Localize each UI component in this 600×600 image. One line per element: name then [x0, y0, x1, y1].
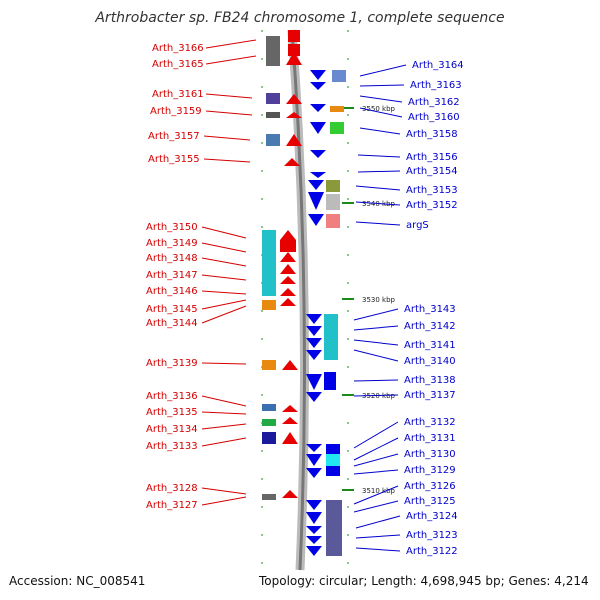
gene-label-arth-3146[interactable]: Arth_3146 [146, 286, 198, 297]
gene-label-arth-3132[interactable]: Arth_3132 [404, 417, 456, 428]
gene-label-arth-3136[interactable]: Arth_3136 [146, 391, 198, 402]
gene-label-arth-3127[interactable]: Arth_3127 [146, 500, 198, 511]
gene-label-arth-3159[interactable]: Arth_3159 [150, 106, 202, 117]
right-gene-labels: Arth_3164 Arth_3163 Arth_3162 Arth_3160 … [404, 60, 464, 557]
left-leader-lines [201, 39, 257, 506]
gene-label-arth-3148[interactable]: Arth_3148 [146, 253, 198, 264]
gene-label-arth-3123[interactable]: Arth_3123 [406, 530, 458, 541]
scale-label: 3550 kbp [362, 105, 396, 113]
right-leader-lines [353, 64, 407, 552]
gene-label-arth-3142[interactable]: Arth_3142 [404, 321, 456, 332]
gene-label-arth-3145[interactable]: Arth_3145 [146, 304, 198, 315]
scale-label: 3510 kbp [362, 487, 396, 495]
gene-label-arth-3130[interactable]: Arth_3130 [404, 449, 456, 460]
gene-label-arth-3141[interactable]: Arth_3141 [404, 340, 456, 351]
gene-label-arth-3165[interactable]: Arth_3165 [152, 59, 204, 70]
reverse-strand-genes [324, 70, 346, 556]
gene-label-arth-3156[interactable]: Arth_3156 [406, 152, 458, 163]
gene-label-arth-3143[interactable]: Arth_3143 [404, 304, 456, 315]
gene-label-arth-3131[interactable]: Arth_3131 [404, 433, 456, 444]
scale-ticks [342, 107, 354, 491]
map-title: Arthrobacter sp. FB24 chromosome 1, comp… [95, 10, 505, 26]
gene-label-arth-3164[interactable]: Arth_3164 [412, 60, 464, 71]
gene-label-arth-3129[interactable]: Arth_3129 [404, 465, 456, 476]
gene-label-arth-3144[interactable]: Arth_3144 [146, 318, 198, 329]
gene-label-arth-3150[interactable]: Arth_3150 [146, 222, 198, 233]
accession-text: Accession: NC_008541 [9, 574, 146, 588]
gene-label-arth-3152[interactable]: Arth_3152 [406, 200, 458, 211]
reverse-strand-arrows [306, 70, 340, 556]
gene-label-arth-3158[interactable]: Arth_3158 [406, 129, 458, 140]
gene-label-arth-3128[interactable]: Arth_3128 [146, 483, 198, 494]
gene-label-arth-3166[interactable]: Arth_3166 [152, 43, 204, 54]
gene-label-arth-3137[interactable]: Arth_3137 [404, 390, 456, 401]
gene-label-arth-3147[interactable]: Arth_3147 [146, 270, 198, 281]
gene-label-arth-3162[interactable]: Arth_3162 [408, 97, 460, 108]
scale-label: 3520 kbp [362, 392, 396, 400]
gene-label-arth-3153[interactable]: Arth_3153 [406, 185, 458, 196]
forward-strand-arrows [280, 30, 302, 498]
forward-strand-genes [262, 36, 280, 500]
gene-label-arth-3163[interactable]: Arth_3163 [410, 80, 462, 91]
gene-label-arth-3138[interactable]: Arth_3138 [404, 375, 456, 386]
gene-label-arth-3126[interactable]: Arth_3126 [404, 481, 456, 492]
gene-label-arth-3160[interactable]: Arth_3160 [408, 112, 460, 123]
genome-summary-text: Topology: circular; Length: 4,698,945 bp… [259, 574, 589, 588]
gene-label-arth-3122[interactable]: Arth_3122 [406, 546, 458, 557]
gene-label-arth-3135[interactable]: Arth_3135 [146, 407, 198, 418]
gene-label-arth-3155[interactable]: Arth_3155 [148, 154, 200, 165]
gene-label-arth-3149[interactable]: Arth_3149 [146, 238, 198, 249]
gene-label-arth-3140[interactable]: Arth_3140 [404, 356, 456, 367]
gene-label-arth-3161[interactable]: Arth_3161 [152, 89, 204, 100]
scale-label: 3530 kbp [362, 296, 396, 304]
left-gene-labels: Arth_3166 Arth_3165 Arth_3161 Arth_3159 … [146, 43, 204, 511]
gene-label-args[interactable]: argS [406, 220, 429, 231]
gene-label-arth-3124[interactable]: Arth_3124 [406, 511, 458, 522]
gene-label-arth-3139[interactable]: Arth_3139 [146, 358, 198, 369]
gene-label-arth-3134[interactable]: Arth_3134 [146, 424, 198, 435]
gene-label-arth-3154[interactable]: Arth_3154 [406, 166, 458, 177]
gene-label-arth-3157[interactable]: Arth_3157 [148, 131, 200, 142]
gene-label-arth-3125[interactable]: Arth_3125 [404, 496, 456, 507]
chromosome-backbone [290, 29, 306, 571]
gene-label-arth-3133[interactable]: Arth_3133 [146, 441, 198, 452]
